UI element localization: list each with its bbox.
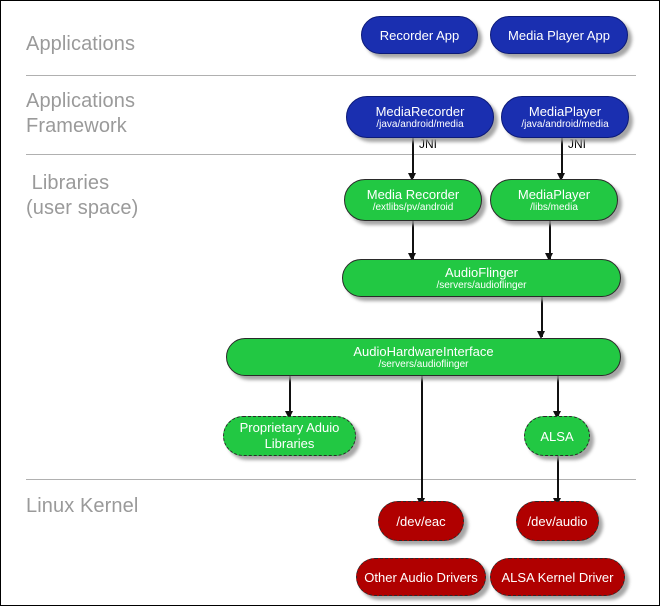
divider-libraries (26, 479, 636, 480)
node-media-recorder-lib-path: /extlibs/pv/android (372, 201, 454, 213)
arrowhead-mediaplayer-to-mediaplayer-lib (557, 173, 565, 181)
node-audioflinger-path: /servers/audioflinger (436, 279, 527, 291)
node-media-player-app[interactable]: Media Player App (490, 16, 628, 54)
arrowhead-audiohardwareinterface-to-proprietary-libraries (285, 411, 293, 419)
node-alsa-kernel-driver-title: ALSA Kernel Driver (501, 569, 614, 585)
node-audiohardwareinterface[interactable]: AudioHardwareInterface /servers/audiofli… (226, 338, 621, 376)
node-dev-eac[interactable]: /dev/eac (378, 501, 464, 541)
node-media-recorder-lib-title: Media Recorder (366, 186, 460, 202)
edge-media-recorder-lib-to-audioflinger (412, 221, 414, 259)
node-mediaplayer-framework-path: /java/android/media (521, 118, 609, 130)
node-mediaplayer-lib[interactable]: MediaPlayer /libs/media (490, 179, 618, 221)
layer-label-libraries: Libraries (user space) (26, 172, 139, 219)
edge-audioflinger-to-audiohardwareinterface (541, 297, 543, 337)
edge-mediaplayer-lib-to-audioflinger (549, 221, 551, 259)
edge-label-jni-left: JNI (419, 137, 437, 151)
node-proprietary-audio-libraries[interactable]: Proprietary Aduio Libraries (223, 416, 356, 456)
node-proprietary-audio-libraries-title-line2: Libraries (264, 436, 315, 451)
edge-audiohardwareinterface-to-dev-eac (421, 376, 423, 503)
arrowhead-mediarecorder-to-media-recorder-lib (408, 173, 416, 181)
divider-applications (26, 75, 636, 76)
node-audioflinger-title: AudioFlinger (445, 264, 518, 280)
node-mediaplayer-lib-title: MediaPlayer (517, 186, 591, 202)
layer-label-linux-kernel: Linux Kernel (26, 495, 139, 517)
edge-mediarecorder-to-media-recorder-lib (412, 138, 414, 178)
node-alsa-kernel-driver[interactable]: ALSA Kernel Driver (490, 558, 625, 596)
node-audiohardwareinterface-title: AudioHardwareInterface (353, 343, 494, 359)
node-other-audio-drivers[interactable]: Other Audio Drivers (356, 558, 486, 596)
node-audiohardwareinterface-path: /servers/audioflinger (378, 358, 469, 370)
node-dev-eac-title: /dev/eac (396, 513, 446, 529)
node-alsa-title: ALSA (540, 428, 574, 444)
node-media-player-app-title: Media Player App (508, 27, 610, 43)
arrowhead-audiohardwareinterface-to-alsa (553, 411, 561, 419)
arrowhead-mediaplayer-lib-to-audioflinger (545, 253, 553, 261)
edge-alsa-to-dev-audio (557, 456, 559, 503)
arrowhead-audioflinger-to-audiohardwareinterface (537, 331, 545, 339)
node-recorder-app-title: Recorder App (379, 27, 460, 43)
node-dev-audio-title: /dev/audio (527, 513, 588, 529)
edge-audiohardwareinterface-to-proprietary-libraries (289, 376, 291, 416)
divider-framework (26, 154, 636, 155)
node-mediarecorder-framework-title: MediaRecorder (375, 103, 465, 119)
node-recorder-app[interactable]: Recorder App (361, 16, 478, 54)
node-media-recorder-lib[interactable]: Media Recorder /extlibs/pv/android (344, 179, 482, 221)
node-audioflinger[interactable]: AudioFlinger /servers/audioflinger (342, 259, 621, 297)
node-proprietary-audio-libraries-title-line1: Proprietary Aduio (239, 420, 340, 435)
layer-label-applications-framework: Applications Framework (26, 90, 136, 137)
node-alsa[interactable]: ALSA (524, 416, 590, 456)
layer-label-applications: Applications (26, 33, 136, 55)
node-mediarecorder-framework[interactable]: MediaRecorder /java/android/media (346, 96, 494, 138)
node-mediarecorder-framework-path: /java/android/media (376, 118, 464, 130)
edge-mediaplayer-to-mediaplayer-lib (561, 138, 563, 178)
node-mediaplayer-lib-path: /libs/media (530, 201, 578, 213)
arrowhead-media-recorder-lib-to-audioflinger (408, 253, 416, 261)
node-mediaplayer-framework-title: MediaPlayer (528, 103, 602, 119)
edge-label-jni-right: JNI (568, 137, 586, 151)
node-other-audio-drivers-title: Other Audio Drivers (364, 569, 478, 585)
node-mediaplayer-framework[interactable]: MediaPlayer /java/android/media (501, 96, 629, 138)
edge-audiohardwareinterface-to-alsa (557, 376, 559, 416)
node-dev-audio[interactable]: /dev/audio (516, 501, 599, 541)
